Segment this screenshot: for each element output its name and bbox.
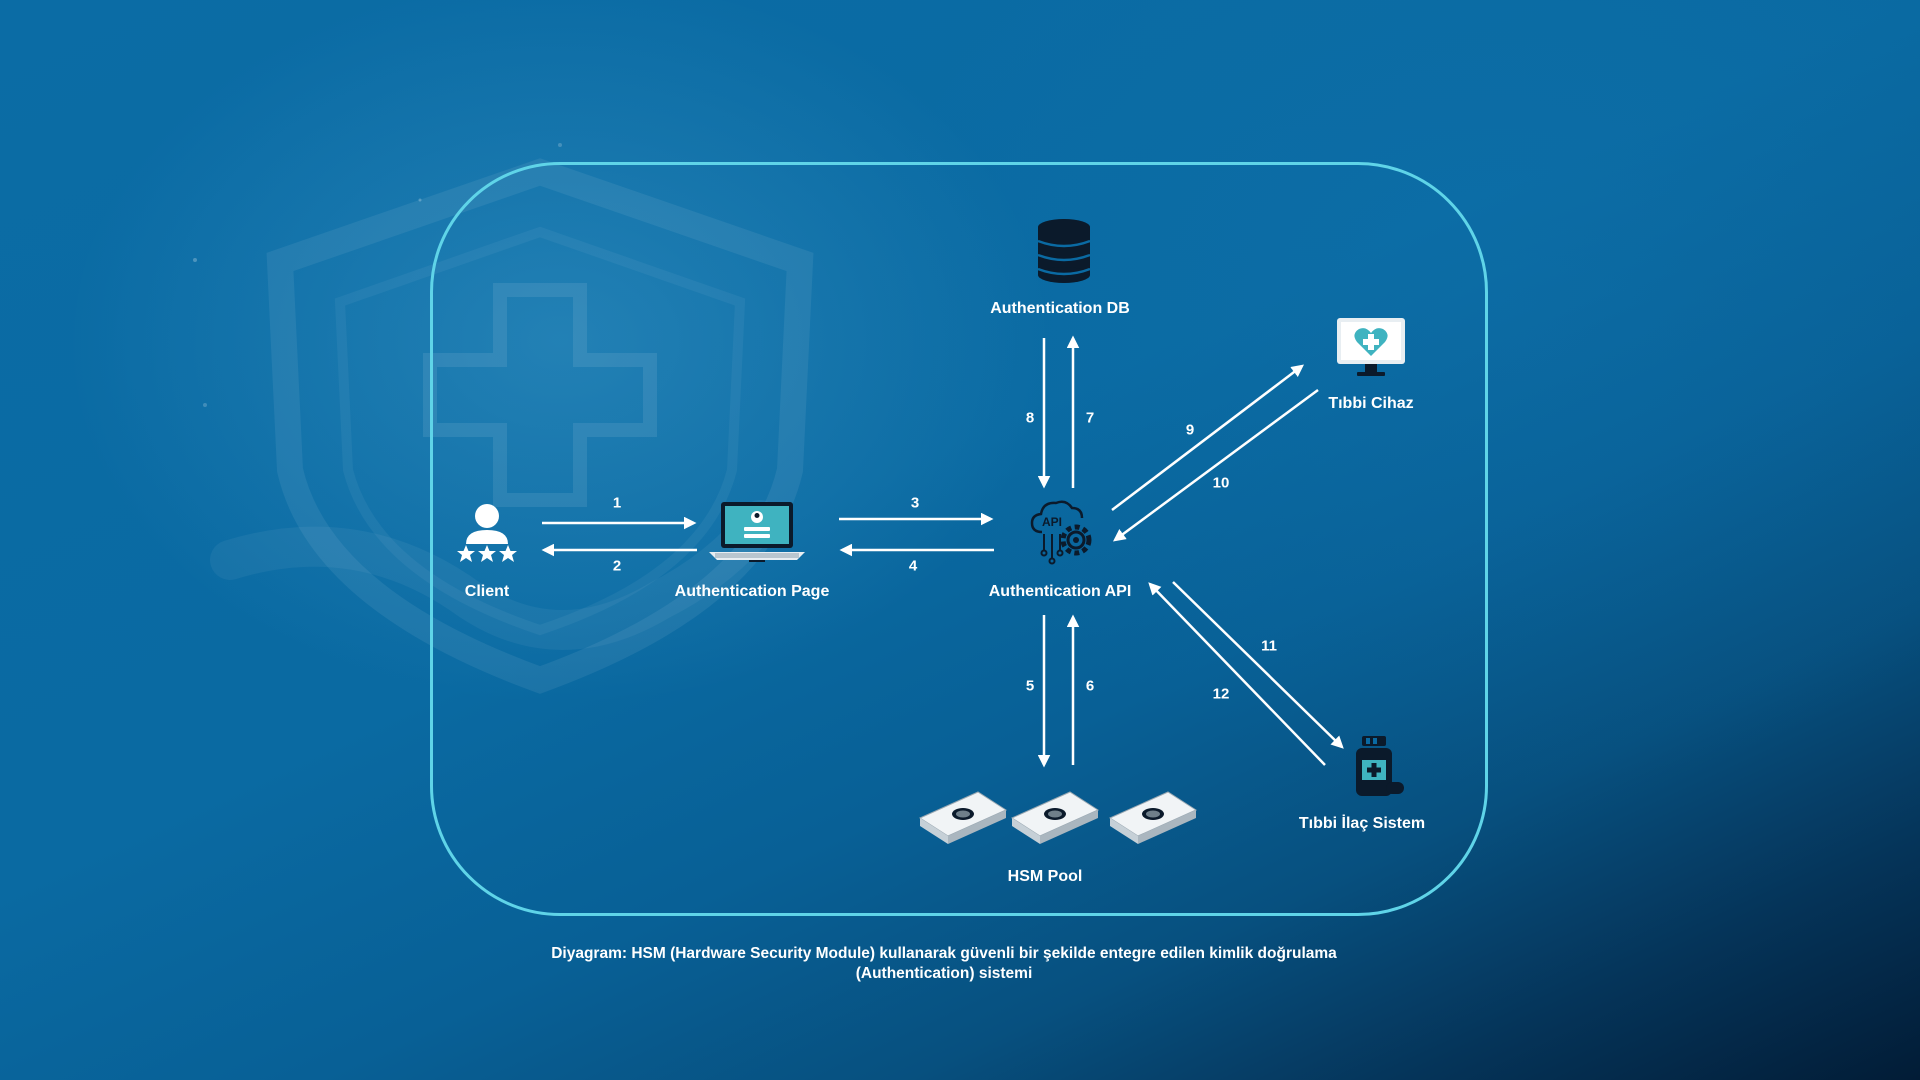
medication-system-label: Tıbbi İlaç Sistem bbox=[1298, 815, 1426, 832]
arrow-11 bbox=[1172, 581, 1344, 749]
caption-line-2: (Authentication) sistemi bbox=[855, 965, 1033, 982]
medical-device-label: Tıbbi Cihaz bbox=[1328, 395, 1414, 412]
step-5: 5 bbox=[1025, 677, 1035, 695]
medical-monitor-icon bbox=[1337, 318, 1405, 376]
step-3: 3 bbox=[910, 494, 920, 512]
diagram-caption: Diyagram: HSM (Hardware Security Module)… bbox=[500, 944, 1388, 984]
client-user-icon bbox=[457, 504, 517, 562]
api-gear-icon: API bbox=[1030, 500, 1092, 565]
arrow-12 bbox=[1148, 582, 1326, 766]
step-12: 12 bbox=[1212, 685, 1230, 703]
hsm-devices-icon bbox=[918, 791, 1198, 844]
arrow-10 bbox=[1112, 388, 1319, 542]
step-9: 9 bbox=[1185, 421, 1195, 439]
step-10: 10 bbox=[1212, 474, 1230, 492]
step-1: 1 bbox=[612, 494, 622, 512]
hsm-pool-label: HSM Pool bbox=[1007, 868, 1083, 885]
svg-text:API: API bbox=[1042, 515, 1062, 529]
step-2: 2 bbox=[612, 557, 622, 575]
step-4: 4 bbox=[908, 557, 918, 575]
step-8: 8 bbox=[1025, 409, 1035, 427]
laptop-login-icon bbox=[709, 502, 805, 562]
auth-api-label: Authentication API bbox=[988, 583, 1132, 600]
step-6: 6 bbox=[1085, 677, 1095, 695]
auth-page-label: Authentication Page bbox=[674, 583, 830, 600]
auth-db-label: Authentication DB bbox=[990, 300, 1130, 317]
arrow-9 bbox=[1111, 364, 1304, 511]
step-7: 7 bbox=[1085, 409, 1095, 427]
database-icon bbox=[1037, 219, 1091, 283]
caption-line-1: Diyagram: HSM (Hardware Security Module)… bbox=[551, 945, 1337, 962]
medicine-bottle-icon bbox=[1356, 736, 1404, 796]
step-11: 11 bbox=[1261, 637, 1277, 655]
client-label: Client bbox=[464, 583, 510, 600]
diagram-frame bbox=[430, 162, 1488, 916]
